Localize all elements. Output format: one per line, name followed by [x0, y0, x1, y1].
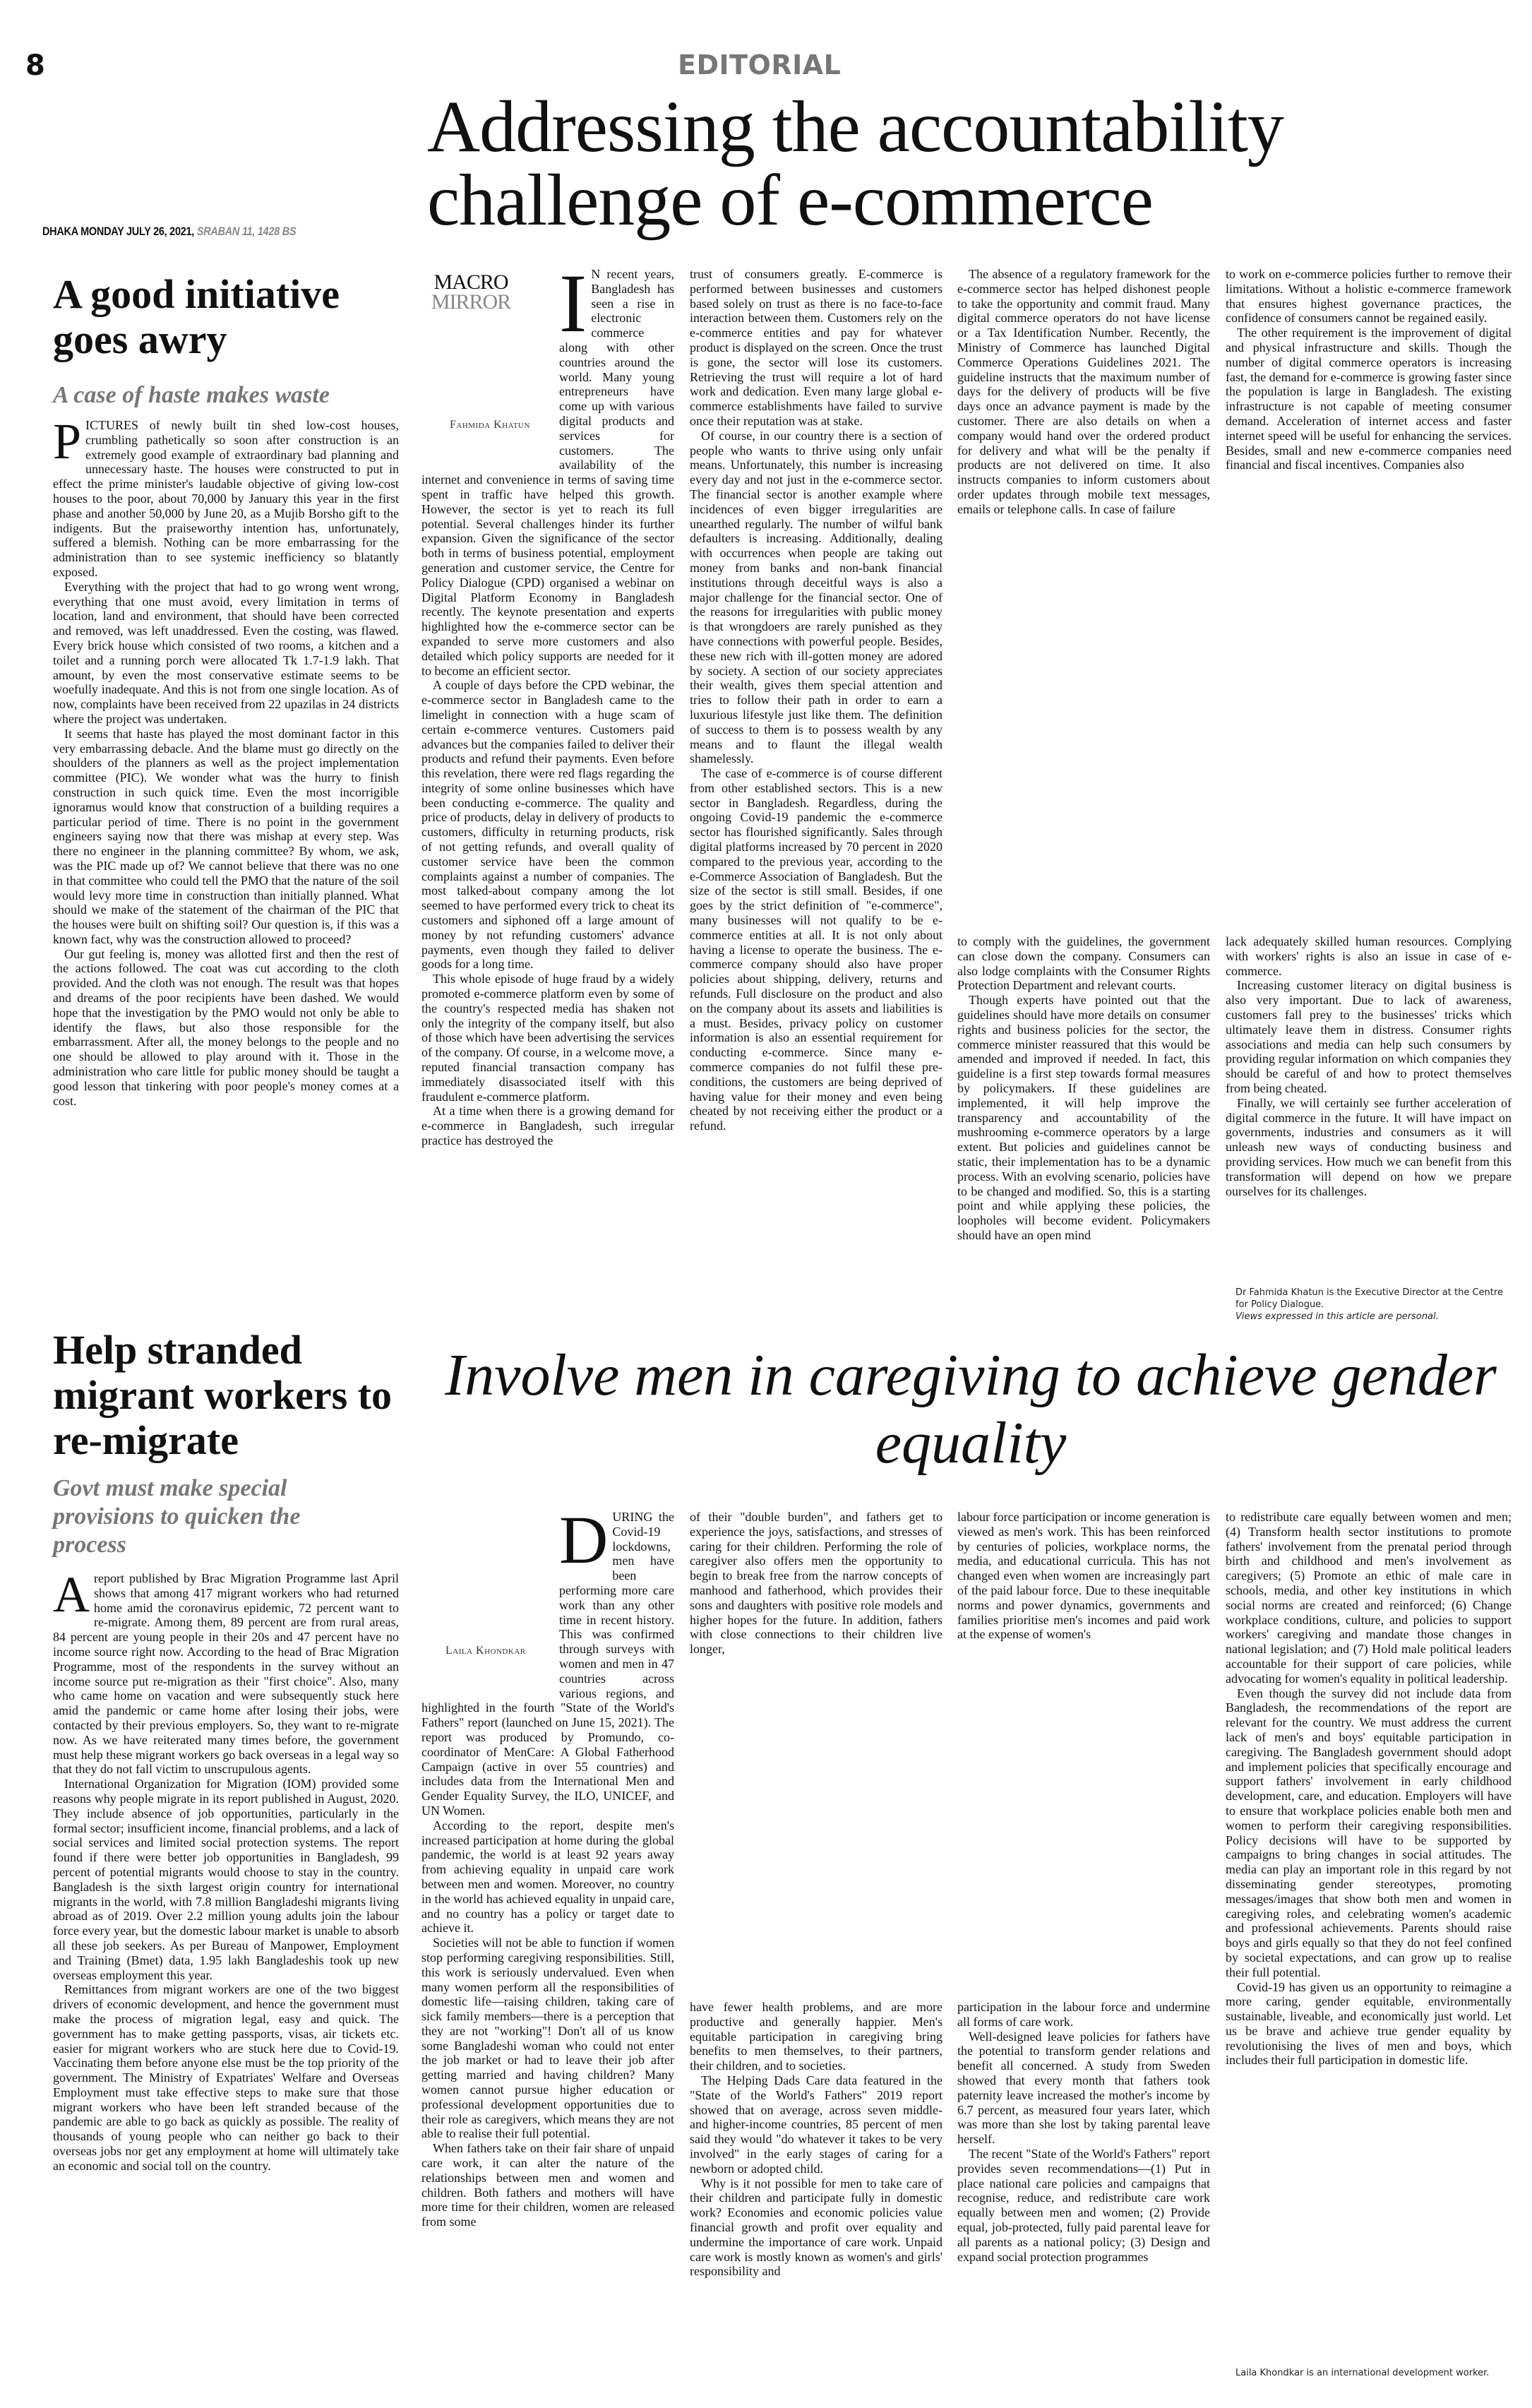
- paragraph: The other requirement is the improvement…: [1226, 326, 1512, 472]
- editorial-body: A report published by Brac Migration Pro…: [53, 1566, 399, 2174]
- article-column: to redistribute care equally between wom…: [1226, 1510, 1512, 2068]
- article-headline: Addressing the accountability challenge …: [427, 86, 1284, 241]
- editorial-headline: A good initiative goes awry: [53, 271, 340, 362]
- drop-cap: D: [559, 1502, 609, 1578]
- paragraph: report published by Brac Migration Progr…: [53, 1571, 399, 1777]
- paragraph: International Organization for Migration…: [53, 1777, 399, 1982]
- dateline: DHAKA MONDAY JULY 26, 2021, SRABAN 11, 1…: [42, 225, 297, 239]
- paragraphs: participation in the labour force and un…: [957, 2000, 1210, 2264]
- byline: Fahmida Khatun: [450, 419, 530, 431]
- column-name: MACRO MIRROR: [421, 270, 520, 314]
- paragraph: URING the Covid-19 lockdowns, men have b…: [421, 1510, 674, 1818]
- paragraphs: lack adequately skilled human resources.…: [1226, 934, 1512, 1198]
- paragraphs: to redistribute care equally between wom…: [1226, 1510, 1512, 2068]
- article-column: labour force participation or income gen…: [957, 1510, 1210, 1642]
- column-name-line: MIRROR: [431, 290, 511, 314]
- article-column: have fewer health problems, and are more…: [690, 2000, 942, 2279]
- paragraph: labour force participation or income gen…: [957, 1510, 1210, 1642]
- paragraph: Even though the survey did not include d…: [1226, 1686, 1512, 1979]
- paragraphs: N recent years, Bangladesh has seen a ri…: [421, 267, 674, 1148]
- dateline-date: DHAKA MONDAY JULY 26, 2021,: [42, 225, 195, 238]
- author-bio-text: Dr Fahmida Khatun is the Executive Direc…: [1235, 1287, 1503, 1310]
- dateline-bangla-date: SRABAN 11, 1428 BS: [196, 225, 297, 238]
- paragraph: Increasing customer literacy on digital …: [1226, 978, 1512, 1095]
- article-column: participation in the labour force and un…: [957, 2000, 1210, 2264]
- editorial-subhead: Govt must make special provisions to qui…: [53, 1475, 301, 1558]
- paragraphs: to work on e-commerce policies further t…: [1226, 267, 1512, 472]
- page-number: 8: [25, 49, 45, 82]
- paragraph: Of course, in our country there is a sec…: [690, 428, 942, 766]
- paragraph: This whole episode of huge fraud by a wi…: [421, 972, 674, 1104]
- paragraph: The Helping Dads Care data featured in t…: [690, 2073, 942, 2176]
- paragraph: to redistribute care equally between wom…: [1226, 1510, 1512, 1686]
- article-headline: Involve men in caregiving to achieve gen…: [445, 1342, 1497, 1476]
- paragraph: lack adequately skilled human resources.…: [1226, 934, 1512, 978]
- paragraph: A couple of days before the CPD webinar,…: [421, 678, 674, 972]
- byline: Laila Khondkar: [445, 1645, 526, 1657]
- paragraph: Well-designed leave policies for fathers…: [957, 2029, 1210, 2147]
- paragraph: Societies will not be able to function i…: [421, 1936, 674, 2141]
- paragraphs: report published by Brac Migration Progr…: [53, 1571, 399, 2174]
- drop-cap: I: [559, 257, 587, 350]
- paragraph: Everything with the project that had to …: [53, 579, 399, 726]
- column-name-line: MACRO: [433, 270, 508, 294]
- editorial-subhead: A case of haste makes waste: [53, 382, 330, 408]
- drop-cap: P: [53, 413, 82, 470]
- section-label: EDITORIAL: [678, 49, 842, 81]
- paragraphs: URING the Covid-19 lockdowns, men have b…: [421, 1510, 674, 2229]
- paragraph: trust of consumers greatly. E-commerce i…: [690, 267, 942, 428]
- article-column: to work on e-commerce policies further t…: [1226, 267, 1512, 472]
- paragraph: N recent years, Bangladesh has seen a ri…: [421, 267, 674, 678]
- paragraph: The absence of a regulatory framework fo…: [957, 267, 1210, 516]
- author-bio: Laila Khondkar is an international devel…: [1235, 2368, 1490, 2378]
- paragraph: Why is it not possible for men to take c…: [690, 2176, 942, 2279]
- disclaimer: Views expressed in this article are pers…: [1235, 1311, 1439, 1322]
- paragraph: Though experts have pointed out that the…: [957, 993, 1210, 1242]
- paragraph: The case of e-commerce is of course diff…: [690, 766, 942, 1133]
- article-column: Laila Khondkar D URING the Covid-19 lock…: [421, 1502, 674, 2229]
- article-column: trust of consumers greatly. E-commerce i…: [690, 267, 942, 1133]
- paragraph: to comply with the guidelines, the gover…: [957, 934, 1210, 993]
- paragraph: It seems that haste has played the most …: [53, 726, 399, 946]
- paragraph: Remittances from migrant workers are one…: [53, 1982, 399, 2173]
- article-column: to comply with the guidelines, the gover…: [957, 934, 1210, 1243]
- paragraph: ICTURES of newly built tin shed low-cost…: [53, 418, 399, 579]
- editorial-headline: Help stranded migrant workers to re-migr…: [53, 1327, 393, 1463]
- editorial-body: P ICTURES of newly built tin shed low-co…: [53, 413, 399, 1108]
- paragraphs: labour force participation or income gen…: [957, 1510, 1210, 1642]
- paragraph: have fewer health problems, and are more…: [690, 2000, 942, 2073]
- drop-cap: A: [53, 1566, 90, 1623]
- paragraph: of their "double burden", and fathers ge…: [690, 1510, 942, 1657]
- paragraph: When fathers take on their fair share of…: [421, 2141, 674, 2229]
- paragraphs: trust of consumers greatly. E-commerce i…: [690, 267, 942, 1133]
- article-column: of their "double burden", and fathers ge…: [690, 1510, 942, 1657]
- paragraph: participation in the labour force and un…: [957, 2000, 1210, 2029]
- paragraph: At a time when there is a growing demand…: [421, 1104, 674, 1148]
- paragraphs: have fewer health problems, and are more…: [690, 2000, 942, 2279]
- paragraphs: to comply with the guidelines, the gover…: [957, 934, 1210, 1243]
- byline-area: Laila Khondkar: [421, 1510, 559, 1697]
- article-column: lack adequately skilled human resources.…: [1226, 934, 1512, 1198]
- paragraph: Finally, we will certainly see further a…: [1226, 1095, 1512, 1198]
- column-badge-area: MACRO MIRROR Fahmida Khatun: [421, 267, 559, 472]
- paragraph: According to the report, despite men's i…: [421, 1818, 674, 1936]
- article-column: The absence of a regulatory framework fo…: [957, 267, 1210, 517]
- author-bio: Dr Fahmida Khatun is the Executive Direc…: [1235, 1287, 1518, 1323]
- paragraphs: of their "double burden", and fathers ge…: [690, 1510, 942, 1657]
- paragraph: to work on e-commerce policies further t…: [1226, 267, 1512, 326]
- paragraphs: The absence of a regulatory framework fo…: [957, 267, 1210, 517]
- paragraph: The recent "State of the World's Fathers…: [957, 2146, 1210, 2264]
- paragraph: Our gut feeling is, money was allotted f…: [53, 946, 399, 1108]
- paragraph: Covid-19 has given us an opportunity to …: [1226, 1979, 1512, 2068]
- paragraphs: ICTURES of newly built tin shed low-cost…: [53, 418, 399, 1108]
- article-column: MACRO MIRROR Fahmida Khatun I N recent y…: [421, 257, 674, 1148]
